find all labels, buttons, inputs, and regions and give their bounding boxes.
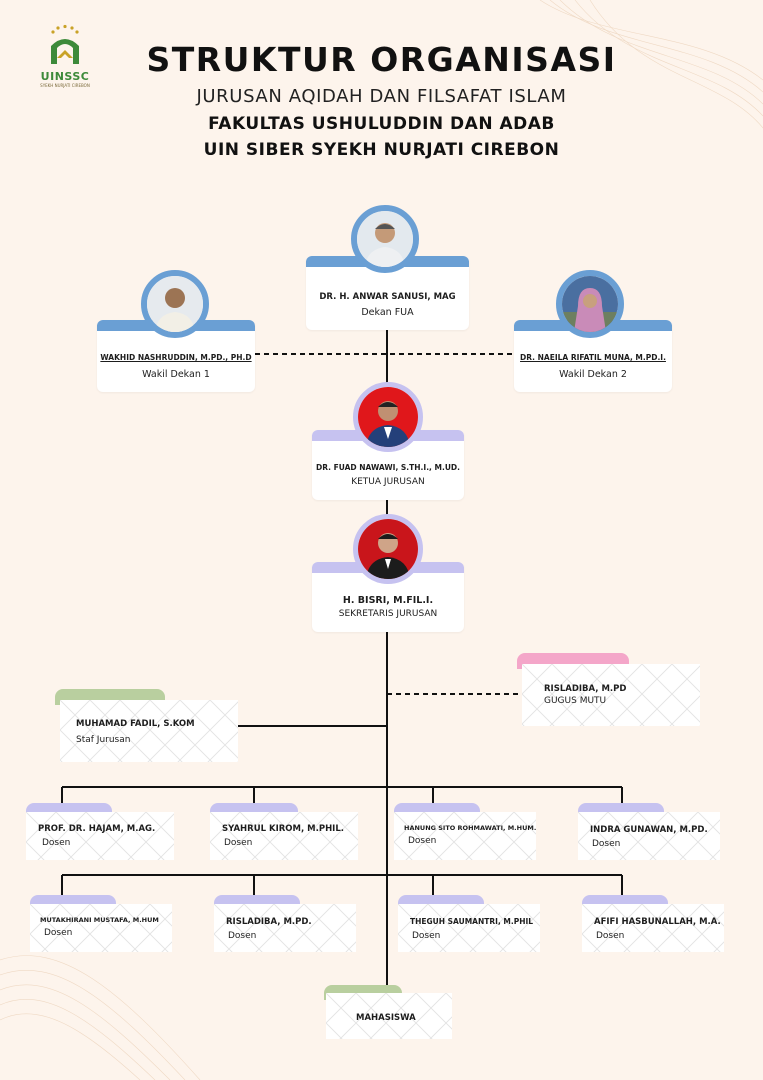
university-logo: UINSSC SYEKH NURJATI CIREBON [30, 24, 100, 88]
head-photo [353, 382, 423, 452]
lecturer-role: Dosen [224, 838, 253, 848]
vice-dean-2-role: Wakil Dekan 2 [559, 369, 627, 380]
lecturer-role: Dosen [592, 839, 621, 849]
lecturer-role: Dosen [42, 838, 71, 848]
person-avatar-icon [358, 387, 418, 447]
university-title: UIN SIBER SYEKH NURJATI CIREBON [203, 140, 560, 160]
students-label: MAHASISWA [356, 1013, 416, 1023]
department-title: JURUSAN AQIDAH DAN FILSAFAT ISLAM [196, 86, 567, 107]
vice-dean-1-name: WAKHID NASHRUDDIN, M.PD., PH.D [100, 353, 252, 362]
logo-name: UINSSC [40, 70, 90, 83]
quality-card: RISLADIBA, M.PD GUGUS MUTU [522, 664, 700, 726]
person-avatar-icon [147, 276, 203, 332]
lecturer-name: RISLADIBA, M.PD. [226, 917, 312, 927]
lecturer-role: Dosen [412, 931, 441, 941]
lecturer-name: PROF. DR. HAJAM, M.AG. [38, 824, 156, 834]
lecturer-role: Dosen [408, 836, 437, 846]
vice-dean-1-photo [141, 270, 209, 338]
lecturer-name: AFIFI HASBUNALLAH, M.A. [594, 917, 721, 927]
head-role: KETUA JURUSAN [351, 477, 425, 487]
vice-dean-2-name: DR. NAEILA RIFATIL MUNA, M.PD.I. [520, 353, 666, 362]
lecturer-name: SYAHRUL KIROM, M.PHIL. [222, 824, 344, 834]
lecturer-card: SYAHRUL KIROM, M.PHIL. Dosen [210, 812, 358, 860]
person-avatar-icon [357, 211, 413, 267]
person-avatar-icon [358, 519, 418, 579]
logo-emblem-icon [51, 24, 79, 64]
person-avatar-icon [562, 276, 618, 332]
faculty-title: FAKULTAS USHULUDDIN DAN ADAB [208, 114, 555, 134]
vice-dean-2-photo [556, 270, 624, 338]
dean-name: DR. H. ANWAR SANUSI, MAG [319, 292, 456, 302]
lecturer-role: Dosen [228, 931, 257, 941]
lecturer-name: MUTAKHIRANI MUSTAFA, M.HUM [40, 916, 159, 924]
lecturer-card: AFIFI HASBUNALLAH, M.A. Dosen [582, 904, 724, 952]
page-title: STRUKTUR ORGANISASI [146, 40, 617, 79]
lecturer-card: THEGUH SAUMANTRI, M.PHIL Dosen [398, 904, 540, 952]
lecturer-name: HANUNG SITO ROHMAWATI, M.HUM. [404, 824, 537, 832]
quality-name: RISLADIBA, M.PD [544, 684, 627, 694]
lecturer-card: MUTAKHIRANI MUSTAFA, M.HUM Dosen [30, 904, 172, 952]
staff-role: Staf Jurusan [76, 735, 131, 745]
lecturer-card: PROF. DR. HAJAM, M.AG. Dosen [26, 812, 174, 860]
secretary-role: SEKRETARIS JURUSAN [338, 609, 438, 619]
lecturer-role: Dosen [44, 928, 73, 938]
staff-card: MUHAMAD FADIL, S.KOM Staf Jurusan [60, 700, 238, 762]
secretary-photo [353, 514, 423, 584]
staff-name: MUHAMAD FADIL, S.KOM [76, 719, 195, 729]
lecturer-role: Dosen [596, 931, 625, 941]
students-card: MAHASISWA [326, 993, 452, 1039]
dean-photo [351, 205, 419, 273]
lecturer-card: RISLADIBA, M.PD. Dosen [214, 904, 356, 952]
secretary-name: H. BISRI, M.FIL.I. [342, 595, 434, 606]
dean-role: Dekan FUA [361, 307, 414, 318]
quality-role: GUGUS MUTU [544, 696, 607, 706]
vice-dean-1-role: Wakil Dekan 1 [142, 369, 210, 380]
lecturer-name: THEGUH SAUMANTRI, M.PHIL [410, 917, 534, 926]
head-name: DR. FUAD NAWAWI, S.TH.I., M.UD. [316, 463, 460, 472]
lecturer-name: INDRA GUNAWAN, M.PD. [590, 825, 708, 835]
lecturer-card: HANUNG SITO ROHMAWATI, M.HUM. Dosen [394, 812, 536, 860]
lecturer-card: INDRA GUNAWAN, M.PD. Dosen [578, 812, 720, 860]
logo-subtitle: SYEKH NURJATI CIREBON [40, 83, 90, 88]
